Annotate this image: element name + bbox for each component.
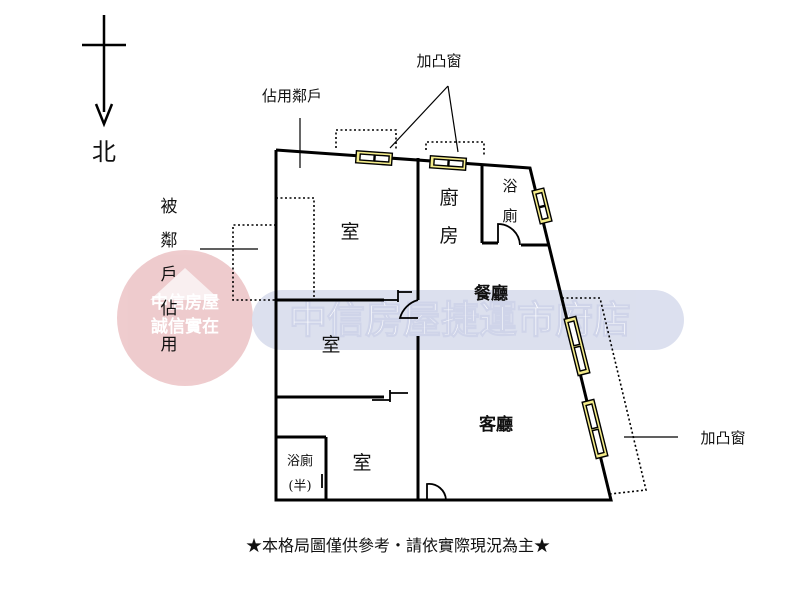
watermark-logo-line1: 中信房屋 bbox=[151, 292, 219, 313]
window-top-left bbox=[354, 150, 394, 166]
window-bath-right bbox=[531, 187, 553, 225]
living-label: 客廳 bbox=[478, 414, 513, 435]
footer-disclaimer: ★本格局圖僅供參考‧請依實際現況為主★ bbox=[246, 536, 550, 555]
label-occupied-by-neighbor-4: 佔 bbox=[161, 299, 178, 319]
door-bath-top bbox=[497, 223, 521, 246]
room-top-label: 室 bbox=[340, 221, 359, 243]
room-middle-label: 室 bbox=[321, 334, 340, 356]
label-occupied-by-neighbor: 被 鄰 戶 佔 用 bbox=[161, 197, 178, 355]
compass-arrow-icon bbox=[94, 103, 114, 128]
door-dining bbox=[398, 299, 419, 319]
north-label: 北 bbox=[92, 138, 116, 166]
bay-window-top-mid-outline bbox=[425, 141, 485, 156]
room-bottom-label: 室 bbox=[352, 452, 371, 474]
bath-top-label-1: 浴 bbox=[502, 177, 517, 195]
occupied-neighbor-outline bbox=[276, 197, 315, 300]
label-occupied-by-neighbor-2: 鄰 bbox=[161, 231, 178, 251]
dotted-extensions bbox=[232, 129, 647, 495]
leader-bay-window-top-a bbox=[389, 85, 449, 149]
leader-lines bbox=[200, 85, 678, 438]
windows bbox=[354, 150, 609, 460]
bath-top-label-2: 廁 bbox=[502, 207, 517, 225]
doors bbox=[321, 223, 521, 501]
window-top-mid bbox=[428, 155, 468, 171]
kitchen-label-2: 房 bbox=[439, 225, 458, 247]
watermark-logo-line2: 誠信實在 bbox=[151, 316, 219, 337]
door-entrance bbox=[426, 483, 447, 501]
label-occupied-by-neighbor-1: 被 bbox=[161, 197, 178, 217]
kitchen-label-1: 廚 bbox=[439, 186, 458, 209]
dining-label: 餐廳 bbox=[474, 283, 508, 304]
watermark-house-icon bbox=[150, 268, 220, 300]
half-bath-label-1: 浴廁 bbox=[287, 453, 313, 469]
watermark-logo-circle bbox=[117, 250, 253, 386]
window-living-right bbox=[581, 398, 609, 460]
bay-window-top-left-outline bbox=[335, 129, 397, 150]
label-occupied-by-neighbor-5: 用 bbox=[161, 335, 178, 355]
bay-window-right-outline bbox=[562, 297, 647, 495]
window-dining-right bbox=[563, 315, 591, 377]
label-bay-window-right: 加凸窗 bbox=[700, 429, 745, 447]
half-bath-label-2: (半) bbox=[288, 479, 311, 494]
leader-bay-window-top-b bbox=[447, 85, 459, 153]
north-compass: 北 bbox=[82, 15, 126, 166]
label-bay-window-top: 加凸窗 bbox=[416, 52, 461, 70]
occupied-by-neighbor-outline bbox=[232, 224, 276, 301]
label-occupied-by-neighbor-3: 戶 bbox=[161, 265, 178, 285]
label-occupied-neighbor: 佔用鄰戶 bbox=[262, 87, 322, 105]
